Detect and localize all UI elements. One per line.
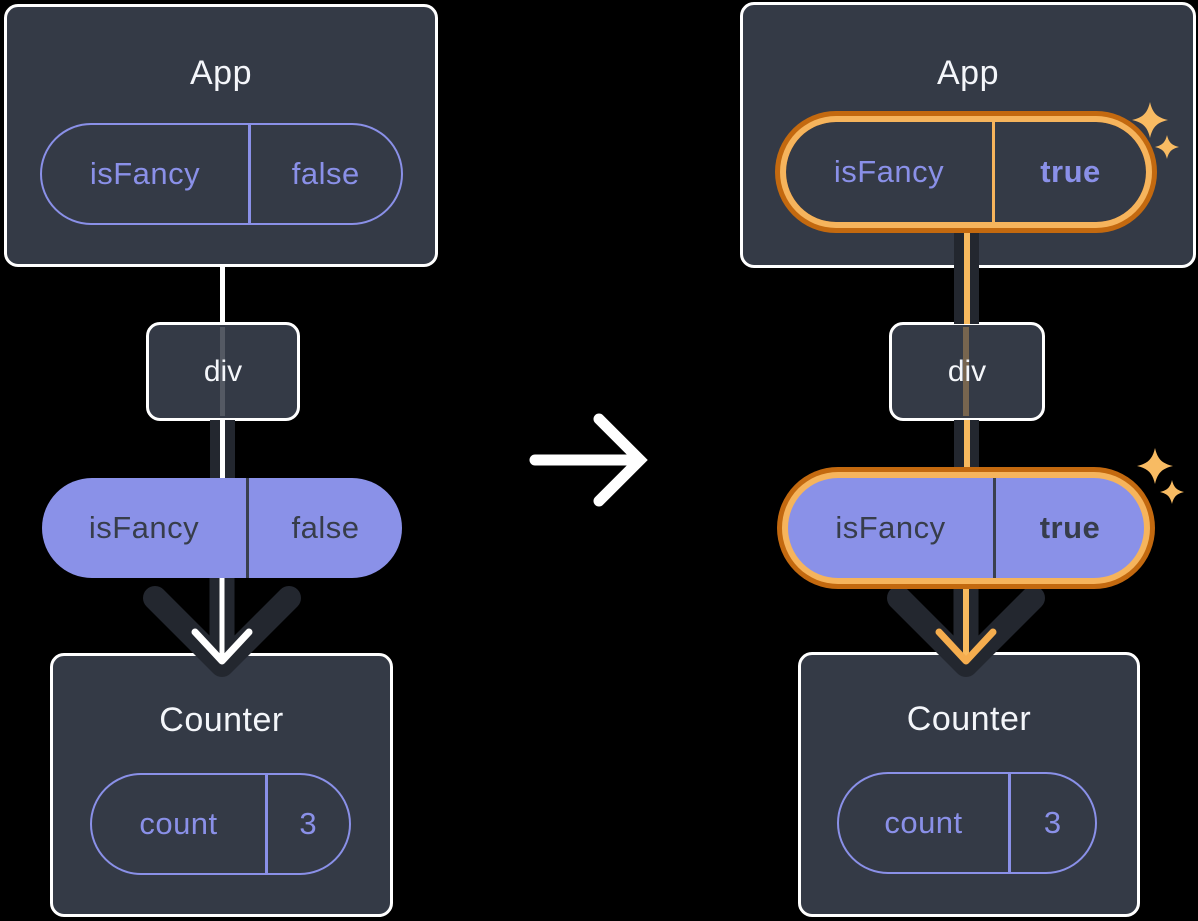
div-element-box: div — [146, 322, 300, 421]
prop-name-label: isFancy — [88, 510, 200, 545]
app-component-box — [740, 2, 1196, 268]
state-value-label: 3 — [1043, 805, 1062, 840]
pill-divider — [993, 478, 996, 578]
counter-state-pill: count 3 — [837, 772, 1097, 874]
pill-divider — [246, 478, 249, 578]
div-element-label: div — [203, 354, 243, 388]
connector-div-pill — [220, 420, 225, 479]
counter-component-title: Counter — [906, 700, 1032, 738]
pill-divider — [992, 122, 995, 222]
pill-divider — [265, 775, 268, 873]
prop-value-label: true — [1040, 154, 1101, 189]
prop-flow-arrow-icon — [143, 576, 301, 677]
app-component-title: App — [937, 54, 999, 92]
sparkles-icon — [1137, 448, 1184, 504]
pass-through-line — [963, 327, 969, 416]
connector-app-div — [964, 224, 970, 324]
prop-name-label: isFancy — [89, 156, 201, 191]
passed-prop-pill: isFancy false — [42, 478, 402, 578]
app-prop-pill: isFancy false — [40, 123, 403, 225]
connector-div-pill — [964, 420, 970, 479]
prop-value-label: false — [291, 510, 360, 545]
state-name-label: count — [139, 806, 218, 841]
pill-divider — [248, 125, 251, 223]
connector-app-div — [220, 264, 225, 324]
div-element-box: div — [889, 322, 1045, 421]
prop-value-label: true — [1039, 510, 1101, 545]
prop-name-label: isFancy — [833, 154, 945, 189]
state-value-label: 3 — [299, 806, 318, 841]
state-name-label: count — [884, 805, 963, 840]
app-component-title: App — [190, 54, 252, 92]
div-element-label: div — [947, 354, 987, 388]
pass-through-line — [220, 327, 225, 416]
prop-name-label: isFancy — [835, 510, 946, 545]
transition-right-arrow-icon — [529, 413, 648, 507]
pill-divider — [1008, 774, 1011, 872]
counter-state-pill: count 3 — [90, 773, 351, 875]
sparkles-icon — [1132, 102, 1179, 159]
passed-prop-pill-highlighted: isFancy true — [788, 478, 1144, 578]
counter-component-title: Counter — [159, 701, 284, 739]
app-prop-pill-highlighted: isFancy true — [786, 122, 1146, 222]
prop-flow-arrow-icon — [887, 576, 1045, 677]
prop-value-label: false — [291, 156, 360, 191]
